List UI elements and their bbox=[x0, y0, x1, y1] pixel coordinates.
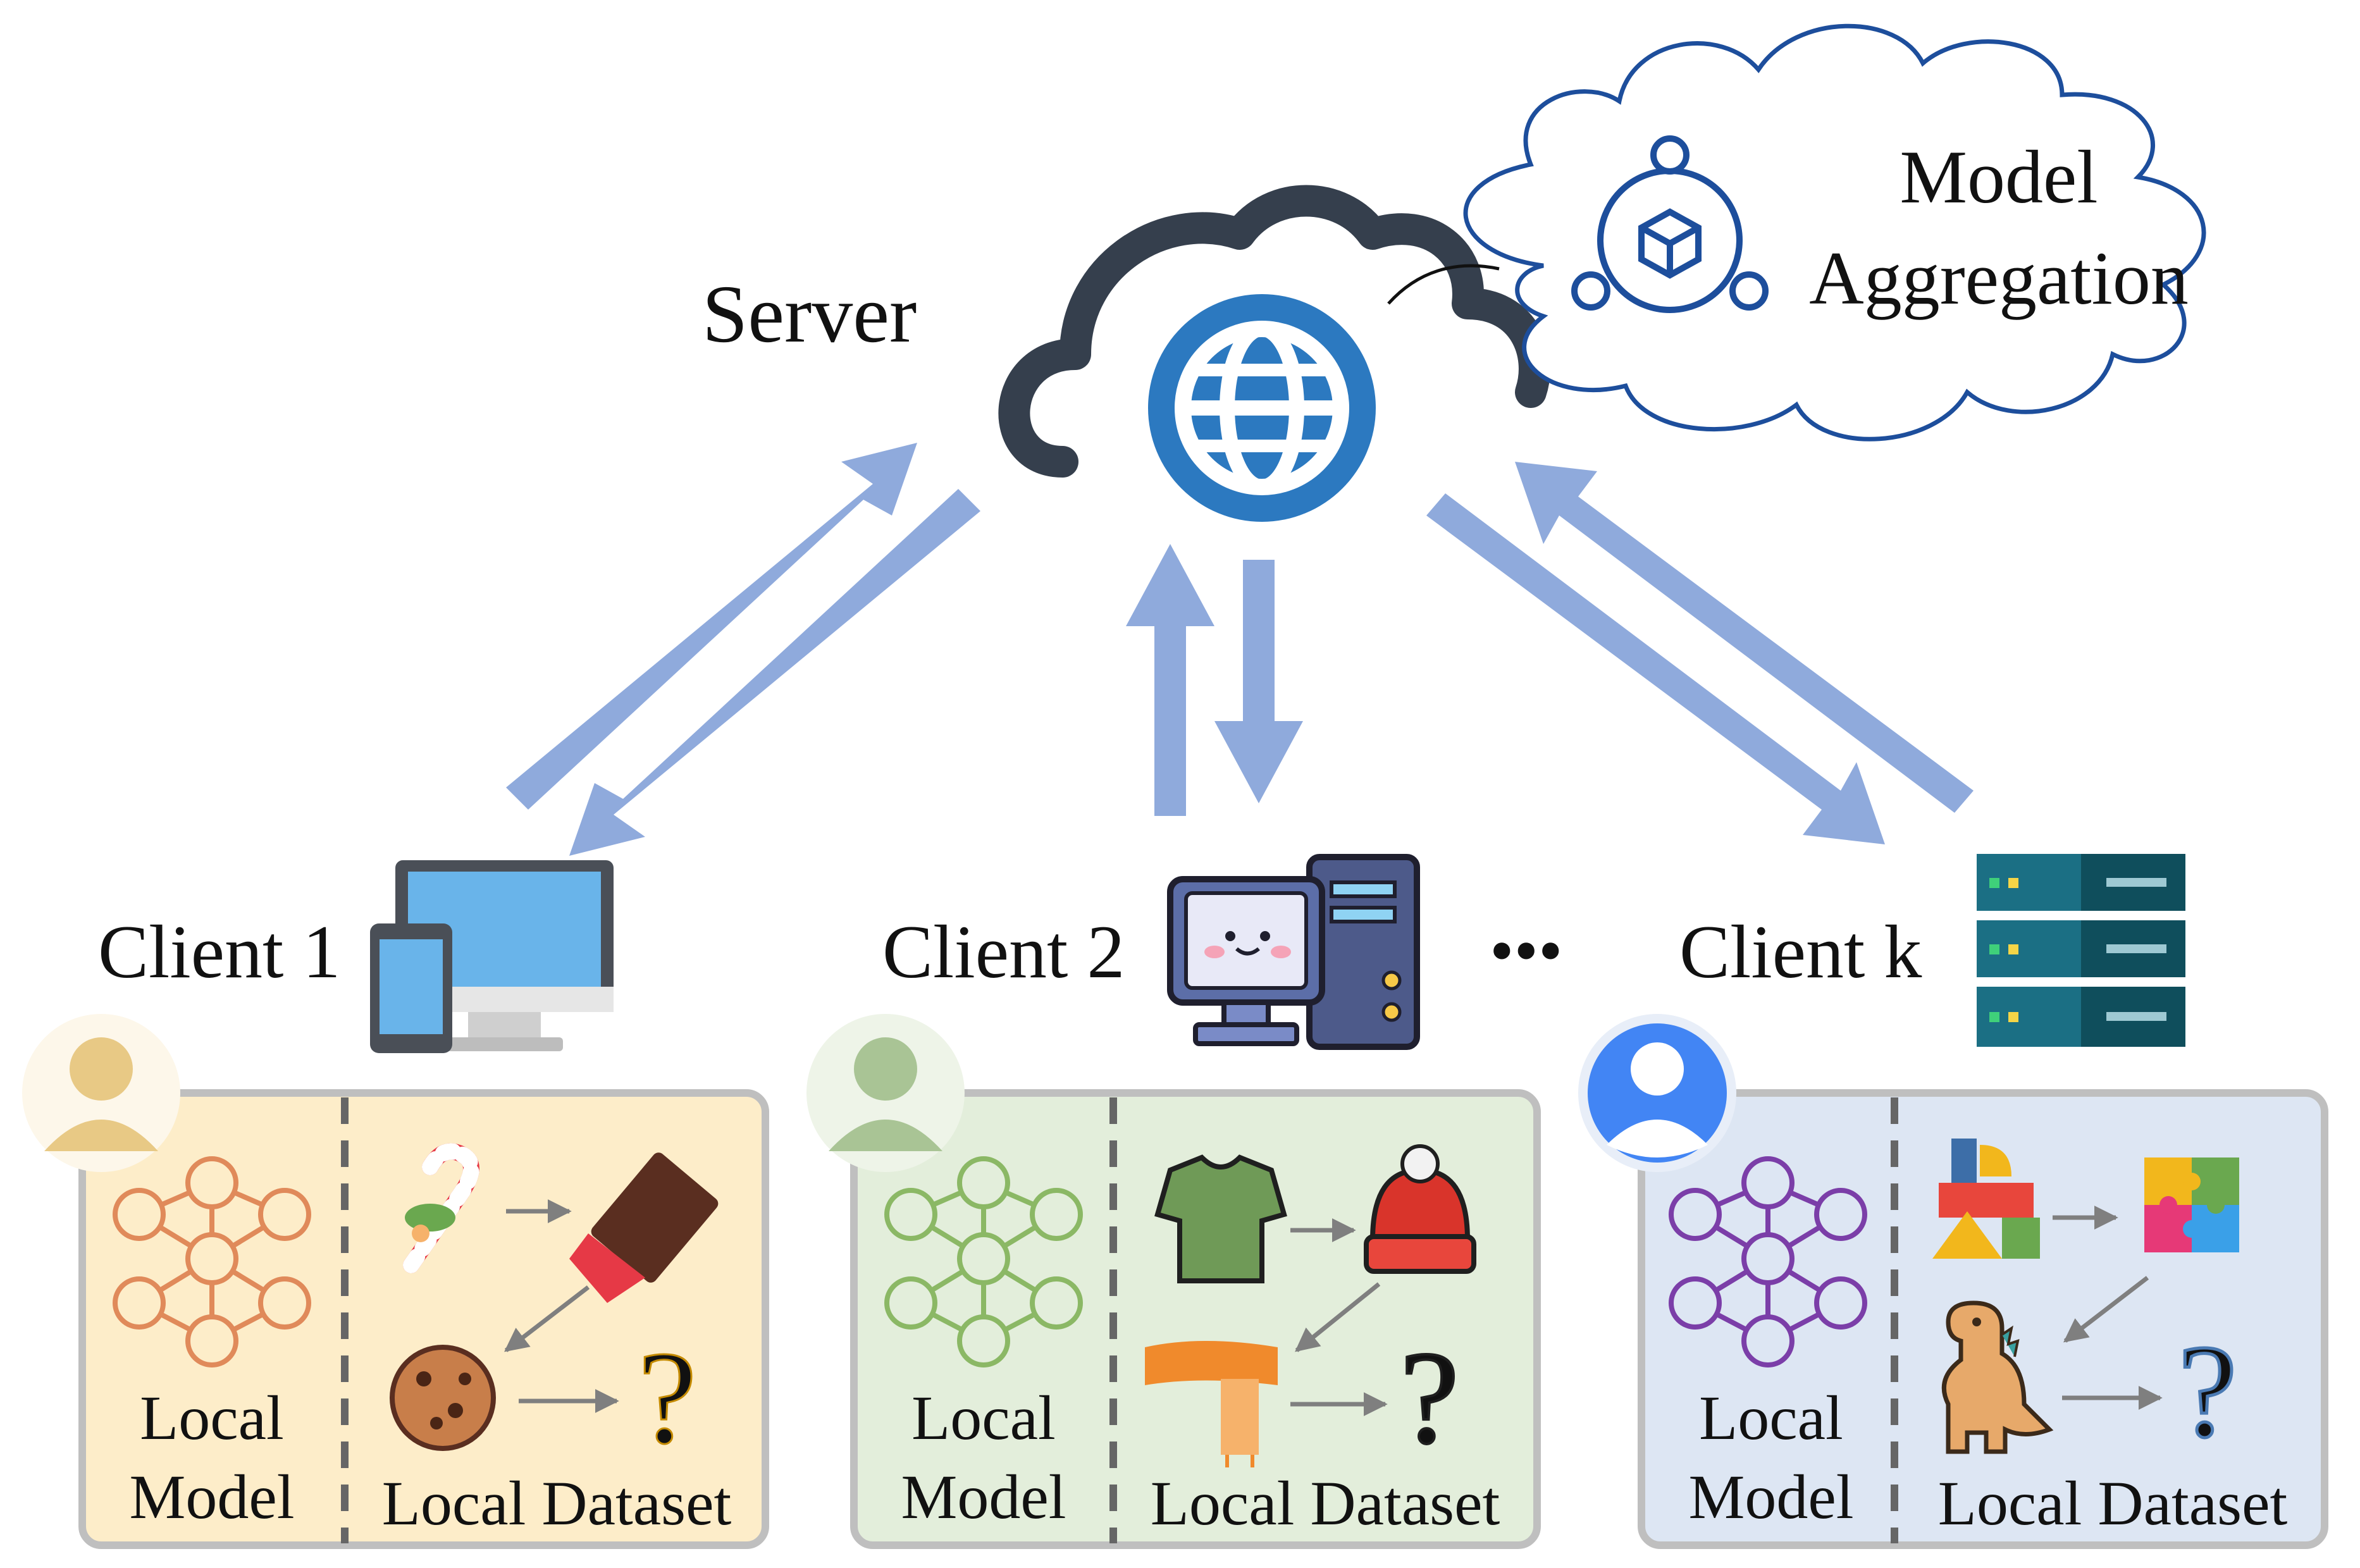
client1-model-line2: Model bbox=[129, 1462, 294, 1532]
arrow-clientk-download bbox=[1426, 493, 1885, 844]
server-rack-icon bbox=[1977, 854, 2185, 1047]
arrow-clientk-upload bbox=[1515, 462, 1974, 813]
user-avatar-icon bbox=[806, 1014, 965, 1172]
client2-model-line2: Model bbox=[901, 1462, 1066, 1532]
question-mark-icon: ? bbox=[1400, 1324, 1459, 1471]
beanie-icon bbox=[1364, 1144, 1476, 1274]
clientk-model-line2: Model bbox=[1688, 1462, 1853, 1532]
client2-dataset-label: Local Dataset bbox=[1151, 1468, 1500, 1538]
aggregation-icon bbox=[1571, 135, 1769, 313]
cloud-icon bbox=[998, 185, 1550, 478]
clientk-label: Client k bbox=[1679, 910, 1922, 994]
question-mark-icon: ? bbox=[2178, 1318, 2237, 1465]
chocolate-icon bbox=[569, 1152, 719, 1303]
arrow-client1-download bbox=[569, 489, 980, 856]
clientk-flow-arrow-2 bbox=[2063, 1276, 2149, 1343]
dinosaur-toy-icon bbox=[1941, 1300, 2054, 1454]
clientk-dataset-label: Local Dataset bbox=[1938, 1468, 2288, 1538]
thought-connector bbox=[1387, 264, 1500, 305]
aggregation-label-line2: Aggregation bbox=[1809, 236, 2189, 320]
puzzle-icon bbox=[2144, 1157, 2239, 1252]
client2-label: Client 2 bbox=[882, 910, 1125, 994]
ellipsis: ••• bbox=[1490, 912, 1563, 989]
communication-arrows bbox=[506, 443, 1974, 856]
client2-panel: Local Model ? Local Dataset bbox=[806, 1014, 1541, 1549]
client1-flow-arrow-2 bbox=[504, 1285, 590, 1352]
aggregation-label-line1: Model bbox=[1900, 135, 2097, 219]
arrow-client2-download bbox=[1214, 560, 1303, 803]
user-avatar-icon bbox=[1578, 1014, 1736, 1172]
client2-model-line1: Local bbox=[911, 1383, 1056, 1453]
laptop-phone-icon bbox=[370, 860, 614, 1053]
client1-panel: Local Model ? Local Dataset bbox=[22, 1014, 769, 1549]
client1-model-line1: Local bbox=[140, 1383, 284, 1453]
server-label: Server bbox=[702, 269, 917, 360]
scarf-icon bbox=[1145, 1341, 1278, 1467]
desktop-computer-icon bbox=[1167, 854, 1420, 1050]
clientk-model-line1: Local bbox=[1699, 1383, 1843, 1453]
client1-dataset-label: Local Dataset bbox=[382, 1468, 732, 1538]
candy-cane-icon bbox=[403, 1143, 479, 1273]
user-avatar-icon bbox=[22, 1014, 180, 1172]
cookie-icon bbox=[390, 1345, 496, 1451]
globe-icon bbox=[1148, 294, 1376, 522]
toy-blocks-icon bbox=[1932, 1139, 2040, 1259]
client1-label: Client 1 bbox=[98, 910, 340, 994]
clientk-panel: Local Model ? Local Dataset bbox=[1578, 1014, 2328, 1549]
t-shirt-icon bbox=[1154, 1154, 1287, 1283]
client2-flow-arrow-2 bbox=[1295, 1282, 1381, 1352]
aggregation-cloud bbox=[1463, 23, 2206, 441]
neural-network-icon bbox=[1669, 1156, 1867, 1367]
arrow-client1-upload bbox=[506, 443, 917, 810]
neural-network-icon bbox=[884, 1156, 1083, 1367]
question-mark-icon: ? bbox=[638, 1324, 696, 1471]
arrow-client2-upload bbox=[1126, 544, 1214, 816]
neural-network-icon bbox=[113, 1156, 311, 1367]
